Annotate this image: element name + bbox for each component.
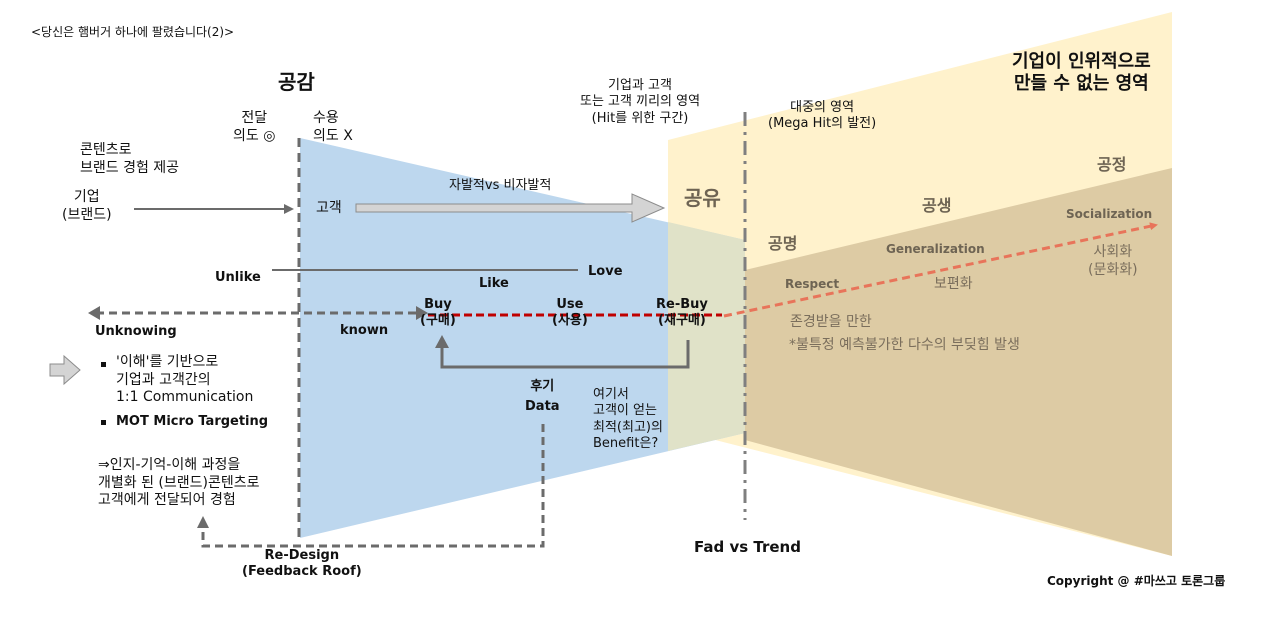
delivery-intent-label: 전달 의도 ◎	[233, 110, 276, 144]
voluntary-arrow	[355, 193, 666, 223]
gongjeong-heading: 공정	[1097, 155, 1127, 174]
customer-label: 고객	[316, 200, 342, 216]
copyright-label: Copyright @ #마쓰고 토론그룹	[1047, 574, 1226, 588]
page-title: <당신은 햄버거 하나에 팔렸습니다(2)>	[31, 25, 235, 39]
bullet-2-text: MOT Micro Targeting	[116, 414, 269, 429]
socialization-region	[745, 168, 1172, 556]
love-label: Love	[588, 264, 623, 279]
use-label: Use (사용)	[552, 297, 588, 329]
left-hollow-arrow	[49, 354, 81, 386]
bullet-marker-2	[101, 420, 106, 425]
gonggam-heading: 공감	[278, 70, 315, 94]
trend-arrow	[723, 222, 1158, 318]
rebuy-loop	[440, 340, 690, 369]
rebuy-label: Re-Buy (재구매)	[656, 297, 708, 329]
sharing-overlap	[668, 222, 745, 451]
redesign-label: Re-Design (Feedback Roof)	[242, 548, 362, 580]
bullet-marker-1	[101, 362, 106, 367]
cannot-create-label: 기업이 인위적으로 만들 수 없는 영역	[1012, 51, 1151, 94]
benefit-question: 여기서 고객이 얻는 최적(최고)의 Benefit은?	[593, 387, 663, 451]
fad-trend-label: Fad vs Trend	[694, 538, 801, 556]
bullet-1-text: '이해'를 기반으로 기업과 고객간의 1:1 Communication	[116, 354, 254, 405]
gongyu-heading: 공유	[684, 186, 721, 210]
acceptance-intent-label: 수용 의도 X	[313, 110, 353, 144]
empathy-funnel	[300, 138, 745, 538]
redesign-loop	[201, 424, 545, 548]
buy-label: Buy (구매)	[420, 297, 456, 329]
process-text: ⇒인지-기억-이해 과정을 개별화 된 (브랜드)콘텐츠로 고객에게 전달되어 …	[98, 457, 260, 508]
review-data-label: 후기 Data	[525, 379, 560, 414]
socialization-ko-label: 사회화 (문화화)	[1088, 244, 1138, 278]
content-brand-label: 콘텐츠로 브랜드 경험 제공	[80, 142, 180, 176]
customer-share-label: 기업과 고객 또는 고객 끼리의 영역 (Hit를 위한 구간)	[580, 78, 701, 126]
socialization-label: Socialization	[1066, 207, 1153, 221]
mass-area-label: 대중의 영역 (Mega Hit의 발전)	[768, 100, 877, 132]
gongsaeng-heading: 공생	[922, 196, 952, 215]
universal-label: 보편화	[934, 276, 973, 292]
known-label: known	[340, 323, 389, 338]
company-brand-label: 기업 (브랜드)	[62, 189, 112, 223]
voluntary-label: 자발적vs 비자발적	[449, 178, 552, 193]
respectable-label: 존경받을 만한	[790, 314, 872, 330]
unspecified-label: *불특정 예측불가한 다수의 부딪힘 발생	[789, 337, 1020, 353]
unknowing-label: Unknowing	[95, 324, 177, 339]
respect-label: Respect	[785, 277, 840, 291]
like-label: Like	[479, 276, 509, 291]
unlike-label: Unlike	[215, 270, 261, 285]
gongmyeong-heading: 공명	[768, 234, 798, 253]
generalization-label: Generalization	[886, 242, 985, 256]
